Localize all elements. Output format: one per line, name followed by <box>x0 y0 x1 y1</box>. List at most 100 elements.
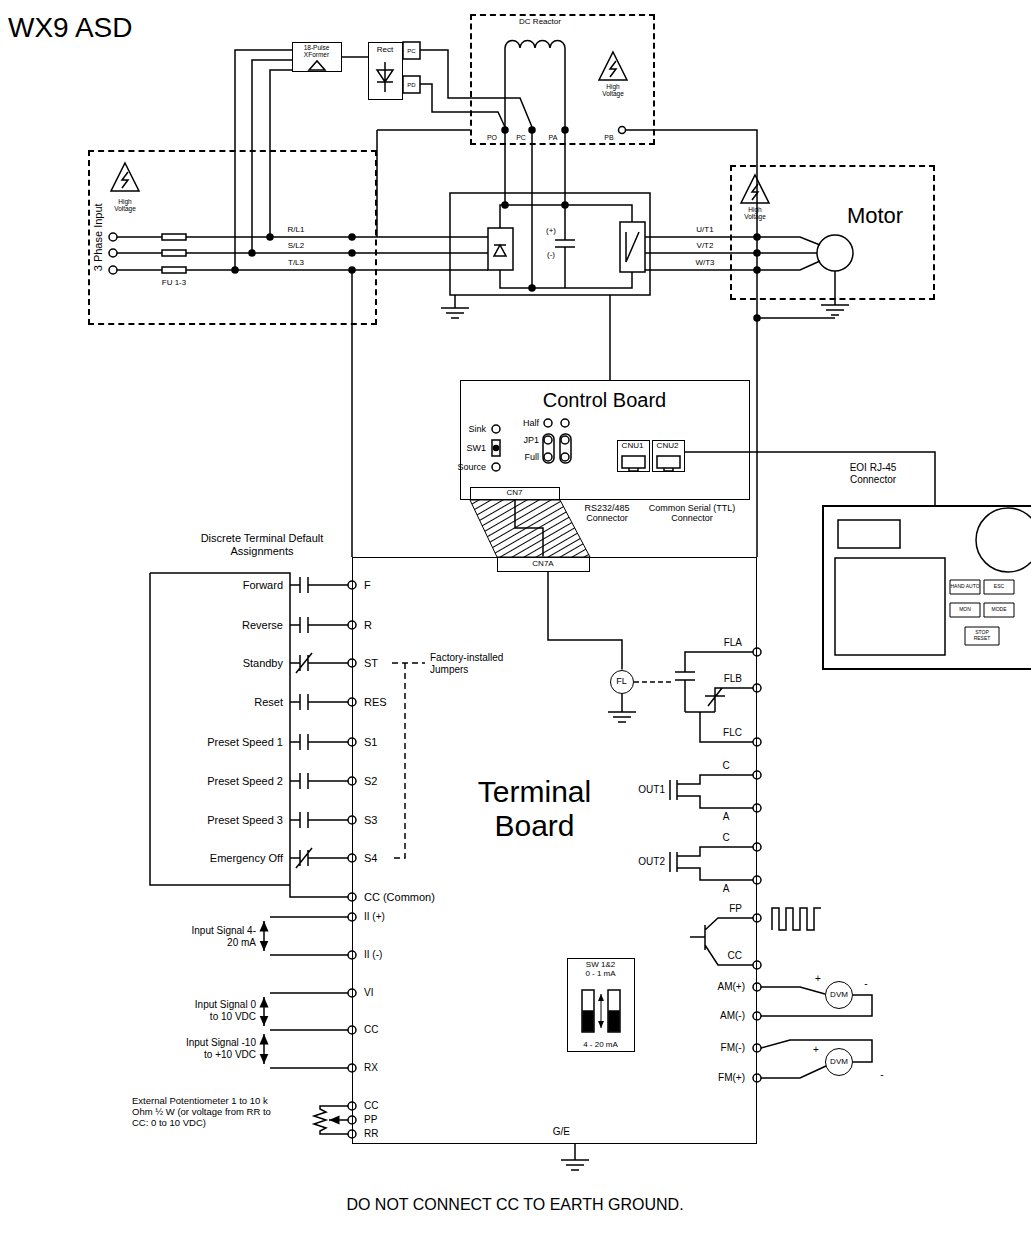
junction-dot <box>267 234 273 240</box>
label: MODE <box>992 607 1007 613</box>
keypad-button <box>950 580 1014 645</box>
label: AM(-) <box>720 1010 745 1022</box>
label: FM(-) <box>721 1042 745 1054</box>
label: Full <box>524 452 539 462</box>
label: MON <box>959 607 971 613</box>
diagram-title: WX9 ASD <box>8 12 132 44</box>
power-wire <box>420 50 532 127</box>
terminal <box>753 738 761 746</box>
label: PO <box>487 134 497 142</box>
label: C <box>722 832 729 844</box>
label: R/L1 <box>288 225 305 234</box>
label: PP <box>364 1114 377 1126</box>
label: G/E <box>553 1126 570 1138</box>
potentiometer-symbol <box>314 1106 348 1134</box>
relay-link <box>634 681 672 683</box>
voltmeter-symbol: DVM <box>825 981 853 1009</box>
dimension-arrow <box>263 997 265 1026</box>
transformer-symbol <box>309 61 325 70</box>
jumper-pin <box>561 453 569 461</box>
label: FLC <box>723 727 742 739</box>
junction-dot <box>502 202 508 208</box>
label: U/T1 <box>696 225 713 234</box>
inverter-symbol <box>620 222 645 272</box>
connector <box>342 56 368 58</box>
terminal <box>619 127 626 134</box>
caption-note: DO NOT CONNECT CC TO EARTH GROUND. <box>346 1196 683 1214</box>
switch-position <box>494 446 499 451</box>
terminal <box>753 876 761 884</box>
lightning-symbol <box>752 184 758 200</box>
junction-dot <box>502 127 508 133</box>
label: Preset Speed 1 <box>207 736 283 749</box>
label: CC <box>728 950 742 962</box>
label: External Potentiometer 1 to 10 k Ohm ½ W… <box>132 1096 282 1129</box>
warning-triangle <box>741 175 769 203</box>
terminal <box>753 914 761 922</box>
node-label: Motor <box>830 203 920 228</box>
jumper <box>543 434 554 463</box>
label: FLA <box>724 637 742 649</box>
switch-contact <box>290 653 348 673</box>
power-wire <box>235 50 292 270</box>
node-label: 3 Phase Input <box>92 203 105 271</box>
control-board: Control BoardCNU1CNU2CN7 <box>460 380 750 500</box>
jumper-bracket <box>392 663 425 858</box>
diode-symbol <box>377 62 393 92</box>
ground-wire <box>455 271 835 318</box>
dip-switch: SW 1&20 - 1 mA4 - 20 mA <box>567 958 635 1052</box>
label: (-) <box>547 250 555 259</box>
label: V/T2 <box>697 241 714 250</box>
drive-module <box>450 193 650 295</box>
input-terminal <box>109 266 117 274</box>
label: II (+) <box>364 911 385 923</box>
potentiometer-wiper <box>329 1119 348 1121</box>
wire <box>150 573 348 897</box>
input-region: 3 Phase Input <box>88 150 377 325</box>
switch-position <box>492 425 500 433</box>
label: R <box>364 619 372 632</box>
voltmeter-symbol: DVM <box>825 1048 853 1076</box>
terminal <box>753 1044 761 1052</box>
node-label: 0 - 1 mA <box>585 969 615 978</box>
rj45-port: CNU1 <box>617 440 650 472</box>
motor-region: Motor <box>730 165 935 300</box>
connector-header: CN7 <box>470 487 560 500</box>
switch-contact <box>290 773 348 789</box>
junction-dot <box>754 234 760 240</box>
switch-contact <box>290 577 348 593</box>
label: RX <box>364 1062 378 1074</box>
junction-dot <box>754 250 760 256</box>
junction-dot <box>562 127 568 133</box>
label: + <box>813 1044 819 1056</box>
label: CC <box>364 1100 378 1112</box>
label: CC (Common) <box>364 891 435 904</box>
connector <box>515 500 543 557</box>
node-label: FL <box>616 676 627 686</box>
warning-triangle <box>599 52 627 80</box>
label: PA <box>549 134 558 142</box>
label: ST <box>364 657 378 670</box>
terminal <box>753 983 761 991</box>
inductor-symbol <box>505 41 565 128</box>
label: Source <box>457 462 486 472</box>
label: Preset Speed 2 <box>207 775 283 788</box>
node-label: Rect <box>368 45 403 54</box>
node-label: CNU2 <box>651 441 684 450</box>
fuse-symbol <box>162 234 186 273</box>
label: RS232/485 Connector <box>575 503 639 524</box>
warning-triangle <box>111 163 139 191</box>
junction-dot <box>529 285 535 291</box>
label: Half <box>523 418 539 428</box>
label: S1 <box>364 736 377 749</box>
relay-coil: FL <box>610 670 634 694</box>
node-label: Terminal Board <box>452 775 618 844</box>
switch-contact <box>290 694 348 710</box>
label: S/L2 <box>288 241 304 250</box>
rectifier-symbol <box>488 228 513 270</box>
relay-contact <box>675 652 753 742</box>
terminal <box>753 1074 761 1082</box>
jumper <box>560 434 571 463</box>
label: + <box>815 973 821 985</box>
